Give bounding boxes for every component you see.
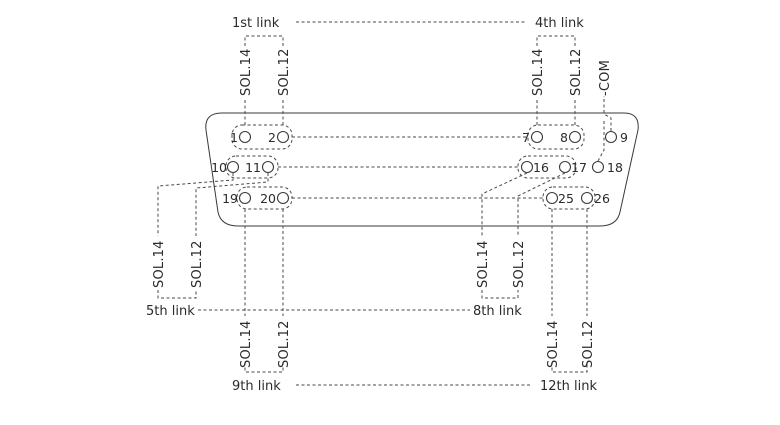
bracket-4th-link bbox=[536, 35, 576, 46]
pin-label-20: 20 bbox=[260, 191, 276, 206]
pin-label-26: 26 bbox=[594, 191, 610, 206]
bracket-5th-link bbox=[157, 290, 197, 299]
pin-26 bbox=[580, 191, 594, 205]
label-8th-link: 8th link bbox=[473, 304, 522, 319]
sol14-8th: SOL.14 bbox=[476, 240, 491, 288]
label-5th-link: 5th link bbox=[146, 304, 195, 319]
sol14-12th: SOL.14 bbox=[546, 320, 561, 368]
connector-housing bbox=[205, 112, 639, 227]
pin-label-18: 18 bbox=[607, 160, 623, 175]
bracket-8th-link bbox=[481, 290, 519, 299]
lead-18-com bbox=[597, 120, 605, 162]
pin-label-17: 17 bbox=[571, 160, 587, 175]
lead-com bbox=[603, 96, 612, 131]
pin-label-11: 11 bbox=[245, 160, 261, 175]
sol12-top-right: SOL.12 bbox=[569, 48, 584, 96]
pin-label-25: 25 bbox=[558, 191, 574, 206]
label-1st-link: 1st link bbox=[232, 16, 280, 31]
pin-group-7-8 bbox=[527, 124, 585, 150]
sol14-top-right: SOL.14 bbox=[531, 48, 546, 96]
pin-label-19: 19 bbox=[222, 191, 238, 206]
pin-label-16: 16 bbox=[533, 160, 549, 175]
pin-label-9: 9 bbox=[620, 130, 628, 145]
com-label: -COM bbox=[598, 60, 613, 96]
sol12-9th: SOL.12 bbox=[277, 320, 292, 368]
pin-label-8: 8 bbox=[560, 130, 568, 145]
pin-label-2: 2 bbox=[268, 130, 276, 145]
pin-2 bbox=[276, 130, 290, 144]
sol12-top-left: SOL.12 bbox=[277, 48, 292, 96]
pin-10 bbox=[226, 160, 240, 174]
pin-7 bbox=[530, 130, 544, 144]
pin-9 bbox=[604, 130, 618, 144]
label-12th-link: 12th link bbox=[540, 379, 597, 394]
pin-11 bbox=[261, 160, 275, 174]
pin-label-1: 1 bbox=[230, 130, 238, 145]
bracket-12th-link bbox=[551, 362, 588, 373]
lead-5th-12 bbox=[195, 173, 269, 236]
sol12-8th: SOL.12 bbox=[512, 240, 527, 288]
sol14-9th: SOL.14 bbox=[239, 320, 254, 368]
pin-18 bbox=[591, 160, 605, 174]
pin-1 bbox=[238, 130, 252, 144]
lead-5th-14 bbox=[157, 173, 234, 236]
sol12-5th: SOL.12 bbox=[190, 240, 205, 288]
bracket-9th-link bbox=[244, 362, 284, 373]
pin-16 bbox=[520, 160, 534, 174]
bracket-1st-link bbox=[244, 35, 284, 46]
pin-25 bbox=[545, 191, 559, 205]
sol12-12th: SOL.12 bbox=[581, 320, 596, 368]
lead-8th-12 bbox=[517, 172, 566, 236]
pin-group-16-17 bbox=[517, 155, 577, 179]
pin-label-7: 7 bbox=[522, 130, 530, 145]
sol14-5th: SOL.14 bbox=[152, 240, 167, 288]
pin-17 bbox=[558, 160, 572, 174]
pin-label-10: 10 bbox=[211, 160, 227, 175]
pin-20 bbox=[276, 191, 290, 205]
lead-8th-14 bbox=[481, 172, 528, 236]
sol14-top-left: SOL.14 bbox=[239, 48, 254, 96]
pin-19 bbox=[238, 191, 252, 205]
label-4th-link: 4th link bbox=[535, 16, 584, 31]
pin-8 bbox=[568, 130, 582, 144]
label-9th-link: 9th link bbox=[232, 379, 281, 394]
